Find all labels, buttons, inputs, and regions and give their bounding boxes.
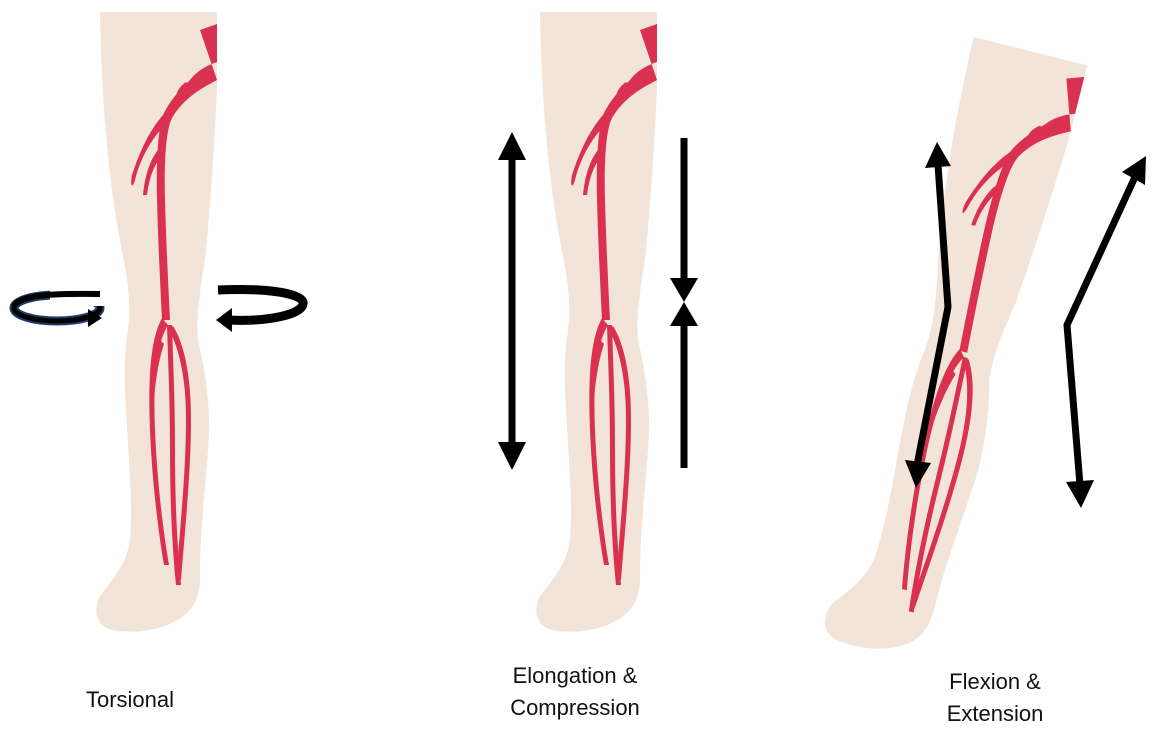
flexion-panel bbox=[820, 36, 1087, 666]
caption-flexion-extension: Flexion & Extension bbox=[905, 666, 1085, 730]
caption-torsional: Torsional bbox=[40, 684, 220, 716]
leg-silhouette bbox=[96, 12, 217, 632]
compression-arrows bbox=[670, 138, 698, 468]
elongation-panel bbox=[536, 12, 657, 632]
flexion-arrow-right bbox=[1066, 156, 1146, 508]
torsional-panel bbox=[14, 12, 303, 632]
torsion-arrow-left bbox=[14, 290, 110, 327]
caption-line: Elongation & bbox=[485, 660, 665, 692]
caption-line: Compression bbox=[485, 692, 665, 724]
caption-elongation-compression: Elongation & Compression bbox=[485, 660, 665, 724]
caption-line: Extension bbox=[905, 698, 1085, 730]
caption-line: Torsional bbox=[40, 684, 220, 716]
elongation-double-arrow bbox=[498, 132, 526, 470]
leg-silhouette bbox=[536, 12, 657, 632]
caption-line: Flexion & bbox=[905, 666, 1085, 698]
torsion-arrow-right bbox=[216, 290, 303, 333]
